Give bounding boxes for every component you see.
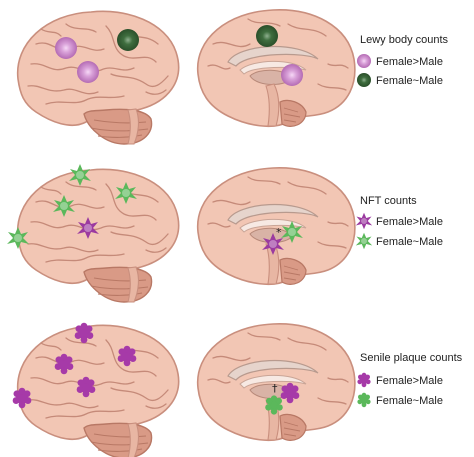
row-lewy-body: Lewy body counts Female>Male Female~Male bbox=[16, 9, 449, 145]
legend-label-nft-female-greater: Female>Male bbox=[376, 216, 443, 228]
significance-asterisk: * bbox=[276, 226, 282, 239]
legend-lewy: Lewy body counts Female>Male Female~Male bbox=[357, 34, 449, 87]
medial-brain-1 bbox=[196, 9, 356, 128]
legend-label-plaque-female-similar: Female~Male bbox=[376, 395, 443, 407]
lateral-brain-1 bbox=[16, 10, 180, 145]
lewy-body-marker-female-greater bbox=[55, 37, 77, 59]
legend-plaque: Senile plaque counts Female>Male Female~… bbox=[357, 352, 463, 408]
lewy-body-icon bbox=[357, 54, 371, 68]
lewy-body-marker-female-greater bbox=[281, 64, 303, 86]
legend-nft: NFT counts Female>Male Female~Male bbox=[355, 195, 443, 250]
row-nft: * NFT counts Female>Male Female~Male bbox=[7, 164, 443, 303]
plaque-icon bbox=[357, 372, 371, 388]
lewy-body-marker-female-greater bbox=[77, 61, 99, 83]
neuron-icon bbox=[355, 212, 373, 230]
plaque-icon bbox=[357, 392, 371, 408]
significance-dagger: † bbox=[272, 382, 278, 395]
row-senile-plaque: † Senile plaque counts Female>Male Femal… bbox=[12, 322, 463, 457]
legend-title-nft: NFT counts bbox=[360, 195, 417, 207]
neuron-icon bbox=[355, 232, 373, 250]
legend-label-plaque-female-greater: Female>Male bbox=[376, 375, 443, 387]
lewy-body-marker-female-similar bbox=[117, 29, 139, 51]
lewy-body-marker-female-similar bbox=[256, 25, 278, 47]
legend-label-lewy-female-similar: Female~Male bbox=[376, 75, 443, 87]
legend-title-plaque: Senile plaque counts bbox=[360, 352, 463, 364]
lateral-brain-2 bbox=[16, 168, 180, 303]
lewy-body-icon bbox=[357, 73, 371, 87]
legend-title-lewy: Lewy body counts bbox=[360, 34, 449, 46]
legend-label-lewy-female-greater: Female>Male bbox=[376, 56, 443, 68]
legend-label-nft-female-similar: Female~Male bbox=[376, 236, 443, 248]
lateral-brain-3 bbox=[16, 324, 180, 457]
